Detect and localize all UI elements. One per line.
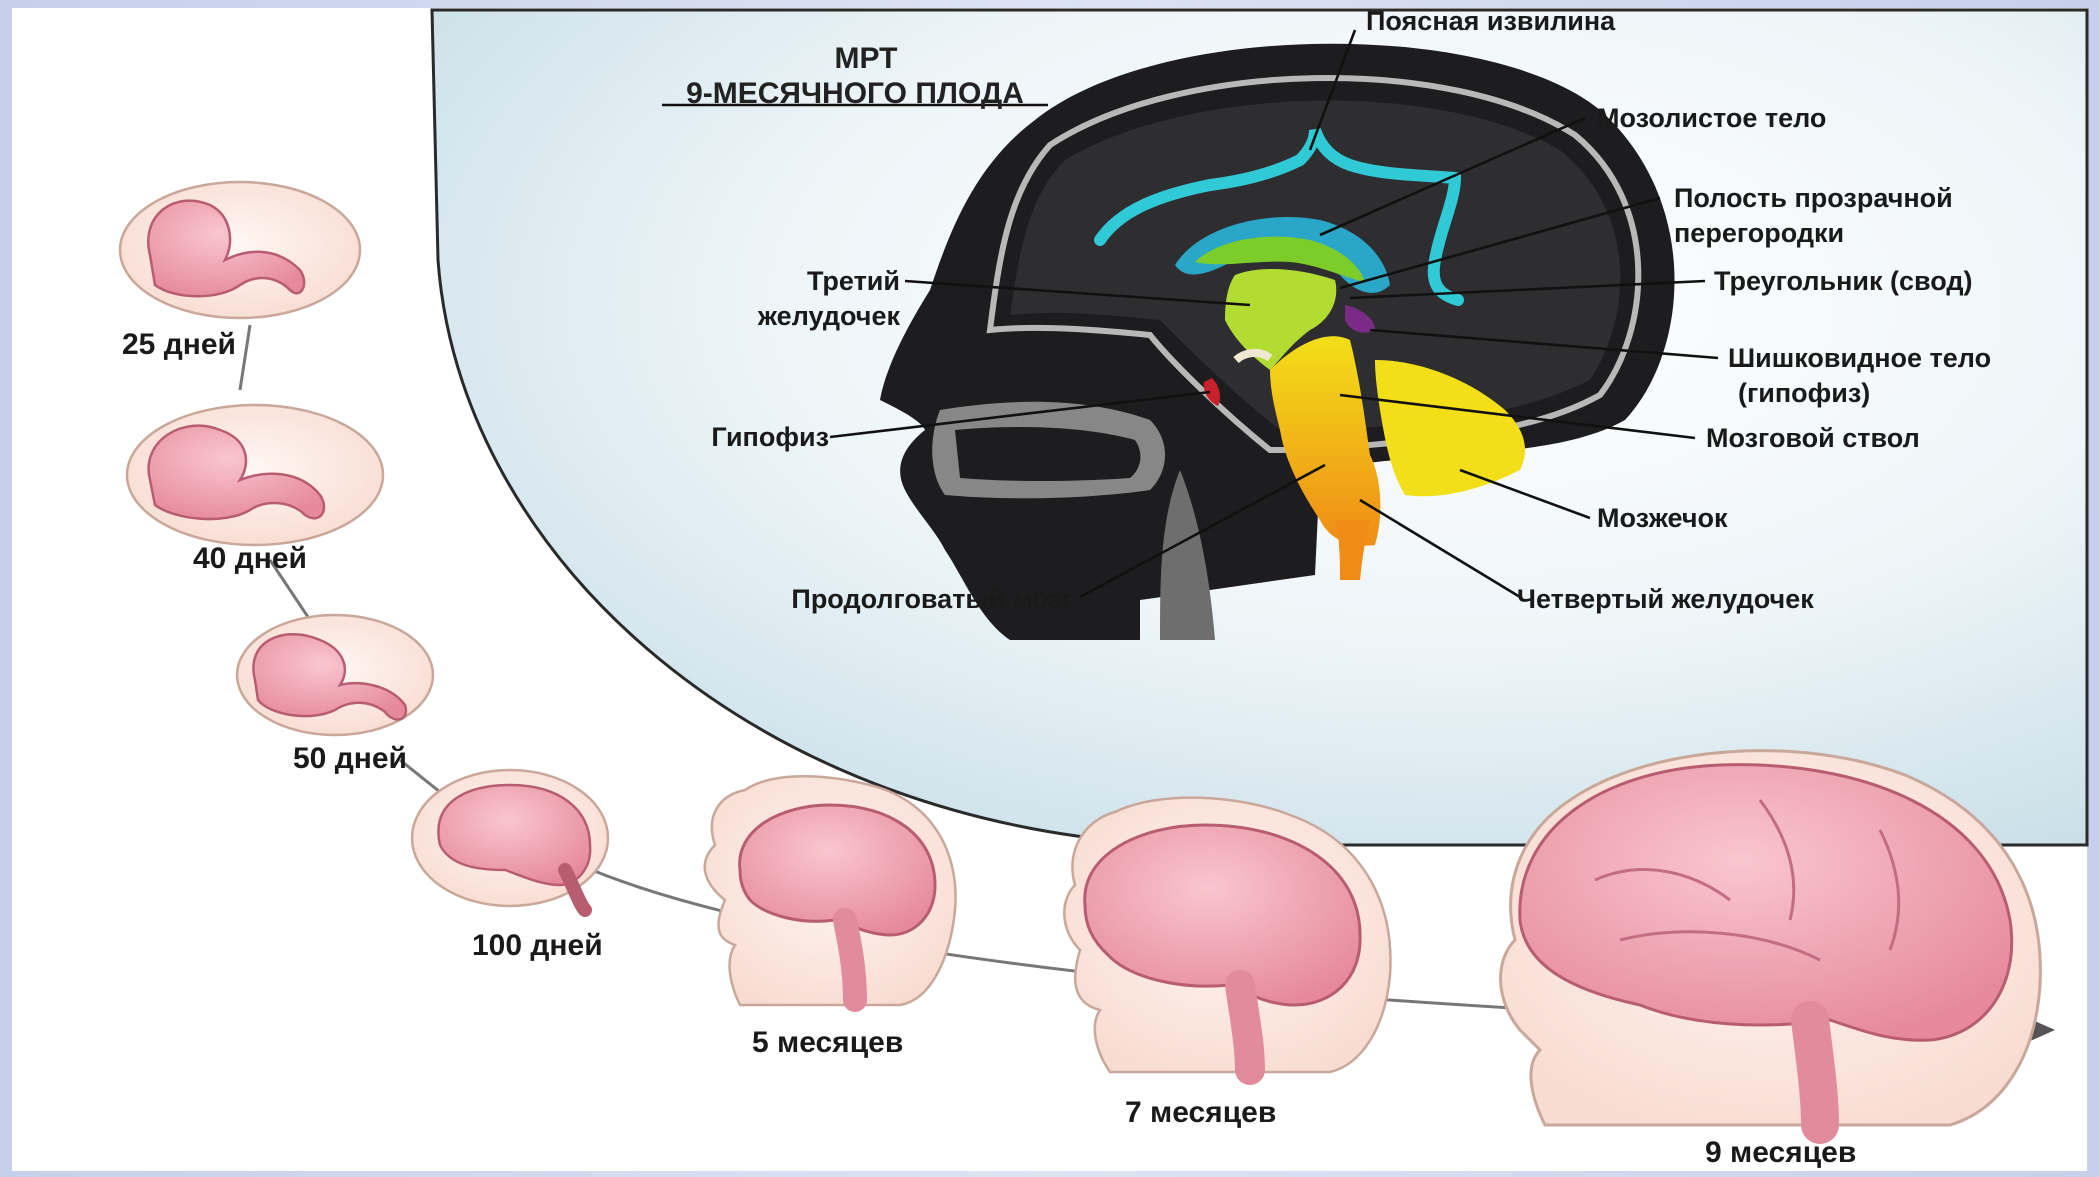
stage-50-days <box>237 615 433 735</box>
label-corpus-callosum: Мозолистое тело <box>1597 103 1826 133</box>
title-line2: 9-МЕСЯЧНОГО ПЛОДА <box>686 77 1024 110</box>
title-line1: МРТ <box>835 42 898 75</box>
fetus-brainstem <box>845 920 855 1000</box>
stage-label-7-months: 7 месяцев <box>1125 1096 1276 1129</box>
stage-9-months <box>1501 751 2041 1125</box>
fetus-brainstem <box>1810 1020 1820 1125</box>
label-cingulate-gyrus: Поясная извилина <box>1366 6 1616 36</box>
stage-label-100-days: 100 дней <box>472 929 603 962</box>
label-medulla: Продолговатый мозг <box>791 584 1073 614</box>
label-pituitary: Гипофиз <box>711 422 829 452</box>
stage-5-months <box>705 776 956 1005</box>
label-third-ventricle-line2: желудочек <box>757 301 901 331</box>
stage-25-days <box>120 182 360 318</box>
label-cerebellum: Мозжечок <box>1597 503 1728 533</box>
stage-label-50-days: 50 дней <box>293 742 407 775</box>
label-fornix: Треугольник (свод) <box>1714 266 1973 296</box>
label-septum-line2: перегородки <box>1674 218 1844 248</box>
fetus-brainstem <box>1240 985 1250 1070</box>
label-third-ventricle-line1: Третий <box>807 266 900 296</box>
stage-label-5-months: 5 месяцев <box>752 1026 903 1059</box>
stage-label-25-days: 25 дней <box>122 328 236 361</box>
label-fourth-ventricle: Четвертый желудочек <box>1517 584 1814 614</box>
mri-tongue <box>955 427 1140 481</box>
label-brainstem: Мозговой ствол <box>1706 423 1920 453</box>
stage-label-9-months: 9 месяцев <box>1705 1136 1856 1169</box>
label-pineal-line2: (гипофиз) <box>1738 378 1870 408</box>
stage-label-40-days: 40 дней <box>193 542 307 575</box>
label-pineal-line1: Шишковидное тело <box>1728 343 1991 373</box>
stage-40-days <box>127 405 383 545</box>
label-septum-line1: Полость прозрачной <box>1674 183 1953 213</box>
